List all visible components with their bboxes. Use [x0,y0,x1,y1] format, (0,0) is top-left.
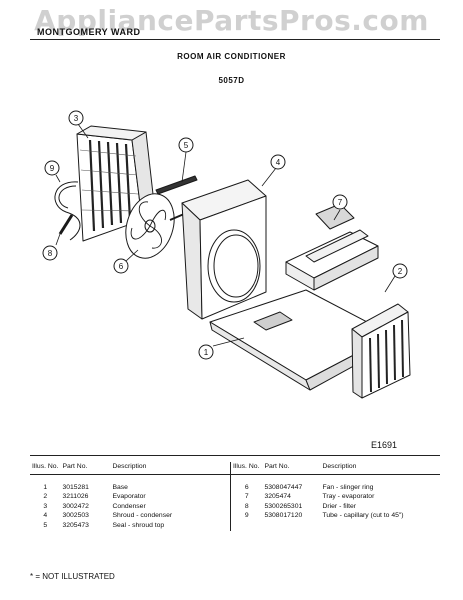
callout-7: 7 [332,194,348,210]
illus-no: 1 [43,483,48,491]
illus-no-header: Illus. No. [229,462,263,475]
evaporator-tray-drawing [285,203,379,291]
part-description: Fan - slinger ring [322,483,374,491]
svg-text:9: 9 [50,164,55,173]
illus-no-header: Illus. No. [30,462,61,475]
condenser-shroud-drawing [181,179,267,320]
parts-table-header: Illus. No. Part No. Description Illus. N… [30,462,440,475]
svg-text:7: 7 [338,198,343,207]
part-number[interactable]: 5300265301 [264,502,303,510]
parts-table: Illus. No. Part No. Description Illus. N… [30,462,440,531]
part-description: Evaporator [112,493,146,501]
table-row: 1 3015281 Base 6 5308047447 Fan - slinge… [30,474,440,493]
callout-8: 8 [42,245,58,261]
svg-text:3: 3 [74,114,79,123]
illus-no: 4 [43,512,48,520]
description-header: Description [110,462,231,475]
illus-no: 5 [43,521,48,529]
svg-text:4: 4 [276,158,281,167]
svg-text:2: 2 [398,267,403,276]
part-number[interactable]: 3205474 [264,493,291,501]
illus-no: 3 [43,502,48,510]
footnote: * = NOT ILLUSTRATED [30,572,115,581]
part-description: Seal - shroud top [112,521,165,529]
svg-text:8: 8 [48,249,53,258]
part-no-header: Part No. [60,462,111,475]
callout-2: 2 [392,263,408,279]
table-row: 5 3205473 Seal - shroud top [30,520,440,531]
table-row: 3 3002472 Condenser 8 5300265301 Drier -… [30,501,440,512]
part-number[interactable]: 5308047447 [264,483,303,491]
svg-text:1: 1 [204,348,209,357]
part-description: Tube - capillary (cut to 45") [322,512,404,520]
callout-leaders [55,123,396,347]
empty-cell [262,521,320,531]
figure-code: E1691 [371,440,398,450]
callout-4: 4 [270,154,286,170]
header-rule [30,39,440,40]
svg-text:5: 5 [184,141,189,150]
part-description: Shroud - condenser [112,512,173,520]
illus-no: 8 [229,501,263,512]
table-top-rule [30,455,440,456]
base-pan-drawing [209,289,393,391]
model-number: 5057D [218,76,245,85]
table-row: 4 3002503 Shroud - condenser 9 530801712… [30,511,440,521]
callout-3: 3 [68,110,84,126]
part-description: Base [112,483,128,491]
illus-no: 6 [229,474,263,493]
part-description: Condenser [112,502,146,510]
evaporator-coil-drawing [351,303,411,399]
description-header: Description [320,462,440,475]
callout-6: 6 [113,258,129,274]
shroud-seal-drawing [155,175,198,195]
slinger-fan-drawing [125,193,185,259]
part-description: Drier - filter [322,502,357,510]
illus-no: 9 [229,511,263,521]
illus-no: 2 [43,493,48,501]
callout-9: 9 [44,160,60,176]
part-description: Tray - evaporator [322,493,375,501]
callout-5: 5 [178,137,194,153]
part-no-header: Part No. [262,462,321,475]
callout-1: 1 [198,344,214,360]
condenser-coil-drawing [76,125,156,242]
table-row: 2 3211026 Evaporator 7 3205474 Tray - ev… [30,492,440,502]
svg-text:6: 6 [119,262,124,271]
part-number[interactable]: 5308017120 [264,512,303,520]
part-number[interactable]: 3002503 [62,512,89,520]
part-number[interactable]: 3002472 [62,502,89,510]
capillary-drier-drawing [54,181,81,241]
page-title: ROOM AIR CONDITIONER [177,52,286,61]
empty-cell [229,520,263,531]
part-number[interactable]: 3211026 [62,493,89,501]
brand-name: MONTGOMERY WARD [37,27,141,37]
empty-cell [320,521,440,531]
part-number[interactable]: 3205473 [62,521,89,529]
part-number[interactable]: 3015281 [62,483,89,491]
illus-no: 7 [229,492,263,502]
